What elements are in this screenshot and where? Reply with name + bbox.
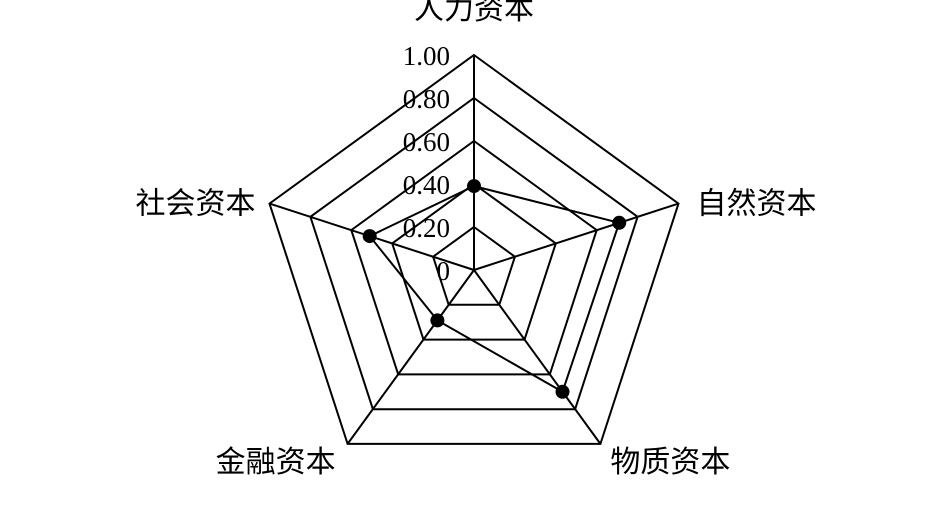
grid-ring-5 [268,53,680,445]
data-point-4 [362,229,377,244]
spoke-2 [473,269,602,445]
data-point-0 [467,179,481,194]
grid-ring-3 [350,139,598,376]
data-point-3 [430,313,445,328]
grid-ring-2 [391,182,557,341]
tick-label: 0.80 [403,84,450,114]
axis-label: 物质资本 [610,445,730,480]
tick-label: 1.00 [403,41,450,71]
axis-label: 人力资本 [414,0,534,27]
tick-labels: 0 0.20 0.40 0.60 0.80 1.00 [403,41,450,286]
grid-ring-4 [309,96,639,411]
axis-label: 金融资本 [216,445,336,480]
tick-label: 0.40 [403,170,450,200]
series-layer [362,179,627,399]
tick-label: 0 [437,256,451,286]
axis-label: 自然资本 [697,187,817,222]
series-line [368,185,621,394]
grid-ring-1 [431,225,517,306]
spoke-3 [346,269,475,445]
axis-label: 社会资本 [136,187,256,222]
tick-label: 0.60 [403,127,450,157]
data-point-2 [555,384,570,399]
spoke-1 [473,202,679,271]
data-point-1 [612,215,627,230]
tick-label: 0.20 [403,213,450,243]
grid-layer [268,53,680,445]
